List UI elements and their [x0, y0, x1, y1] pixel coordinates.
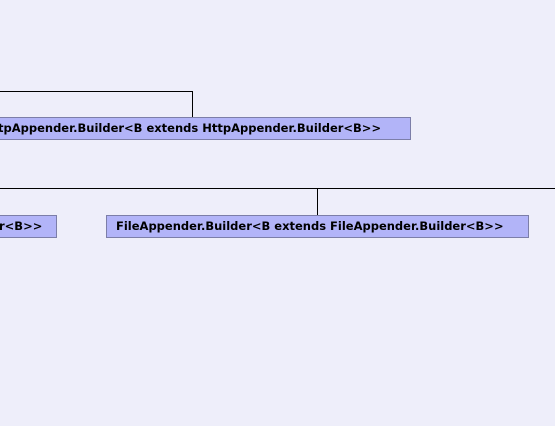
upper-connector-horizontal	[0, 91, 193, 92]
file-appender-builder-node[interactable]: FileAppender.Builder<B extends FileAppen…	[106, 215, 529, 238]
upper-connector-vertical	[192, 91, 193, 117]
http-appender-builder-node[interactable]: tpAppender.Builder<B extends HttpAppende…	[0, 117, 411, 140]
left-partial-builder-node[interactable]: r<B>>	[0, 215, 57, 238]
lower-connector-vertical	[317, 188, 318, 215]
lower-connector-horizontal	[0, 188, 555, 189]
